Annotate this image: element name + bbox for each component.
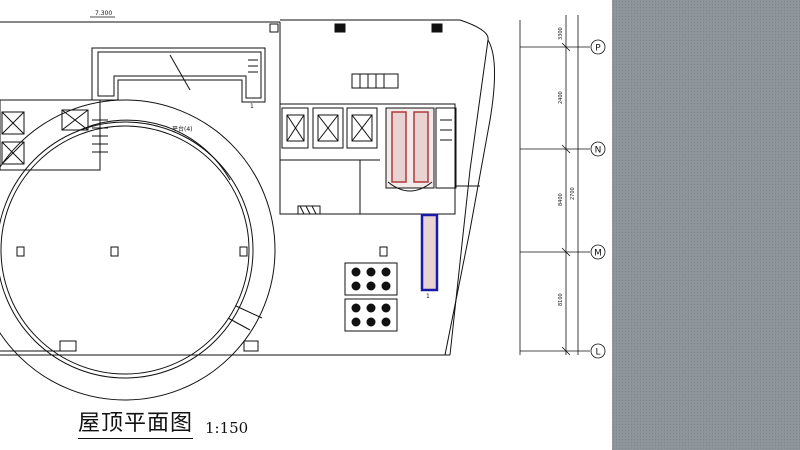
drawing-title: 屋顶平面图 [78,410,194,439]
bottom-pier-1 [59,340,77,352]
escalator [385,107,435,192]
fan-group-1 [344,262,398,296]
column-2 [110,246,119,257]
column-4 [379,246,388,257]
core-block [279,103,456,215]
dimension-m-l: 8100 [558,293,564,306]
highlight-label: 1 [426,293,430,300]
drawing-canvas: 1 7.300 平台(4) 1 P N M L 3300 [0,10,606,439]
elevator-c [346,107,378,149]
upper-wing [91,47,266,103]
upper-wing-inner [97,51,262,99]
drawing-scale: 1:150 [205,419,249,437]
grid-axes [519,15,606,359]
dimension-n-m: 8400 [558,193,564,206]
column-3 [239,246,248,257]
bottom-pier-2 [243,340,259,352]
ring-outer [0,99,276,401]
roof-plan-drawing: 1 7.300 平台(4) 1 P N M L 3300 [0,10,606,401]
ring-inner [0,125,250,375]
selected-element-highlight[interactable] [420,213,439,292]
right-curved-wall-outer [444,39,495,356]
left-core [0,99,101,171]
elevator-b [312,107,344,149]
ring-note: 平台(4) [172,125,193,133]
elevation-tag: 7.300 [95,10,112,17]
roof-equipment [351,73,399,89]
roof-column-a [334,23,346,33]
dimension-total: 2700 [570,187,576,200]
grid-axis-m: M [594,249,602,259]
wing-slope-arrow [169,54,191,91]
column-1 [16,246,25,257]
roof-column-c [269,23,279,33]
grid-axis-p: P [595,44,601,54]
grid-axis-n: N [595,146,602,156]
left-elevator-2 [1,141,25,165]
stair-label: 1 [250,103,254,110]
dimension-top: 3300 [558,27,564,40]
ring-middle [0,121,254,379]
ring-inner-arc [79,119,231,181]
grid-axis-l: L [595,348,600,358]
roof-column-b [431,23,443,33]
fan-units [351,267,391,327]
side-shaft [435,107,457,189]
dimension-p-n: 2400 [558,91,564,104]
fan-group-2 [344,298,398,332]
left-elevator-1 [1,111,25,135]
side-panel-background [612,0,800,450]
elevator-a [281,107,309,149]
vent-grille [297,205,321,215]
left-elevator-3 [61,109,89,131]
